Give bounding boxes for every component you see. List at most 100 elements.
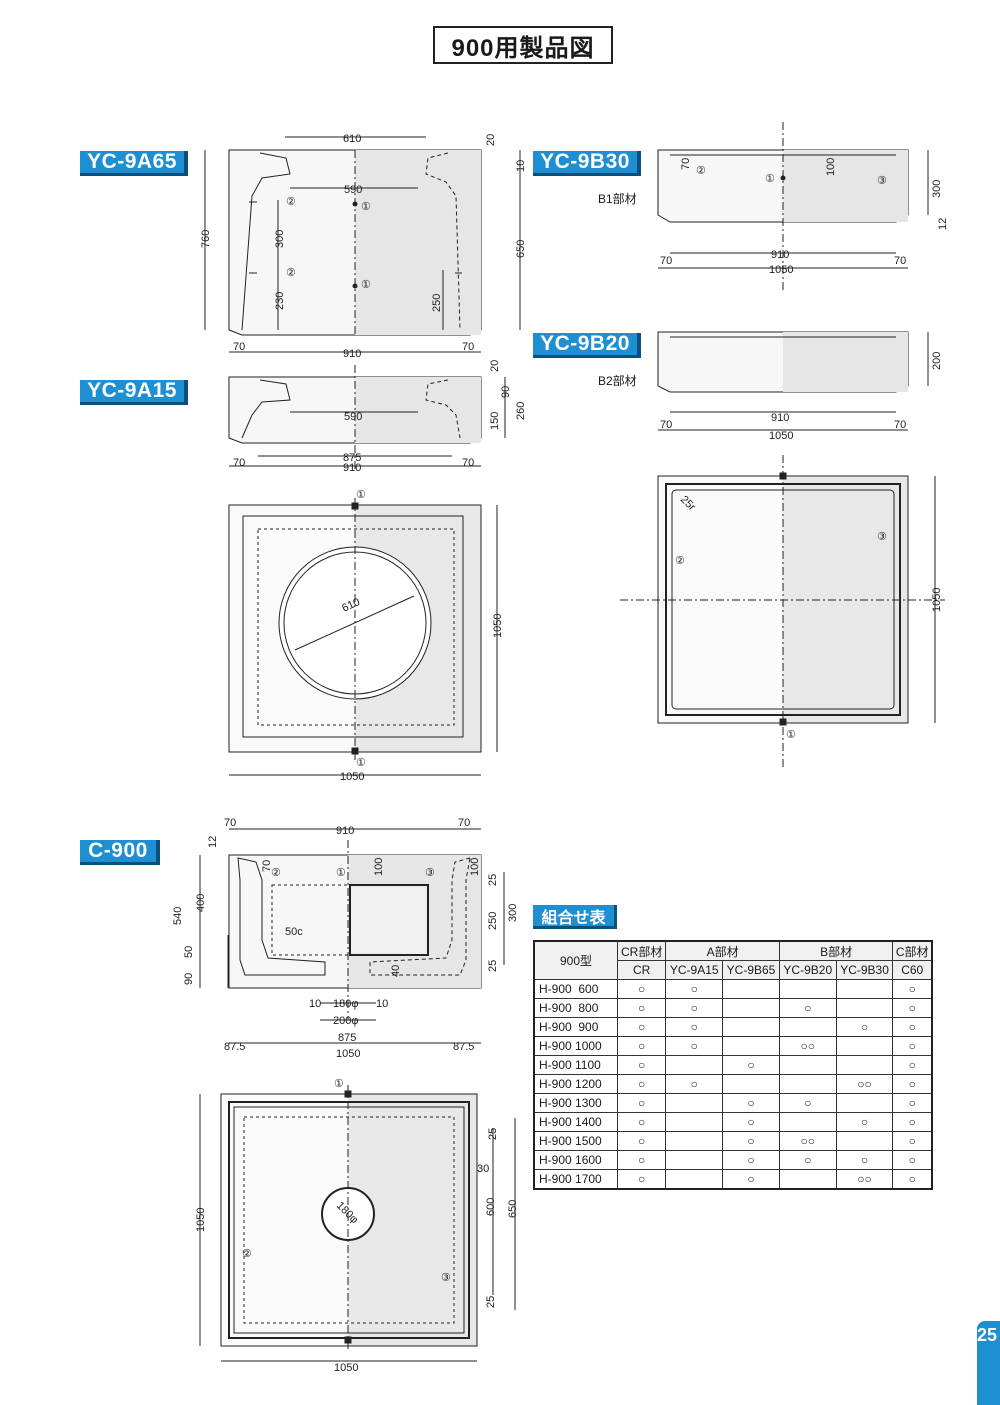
- cell: ○: [722, 1093, 780, 1113]
- combo-table-title: 組合せ表: [533, 905, 617, 929]
- dim-300: 300: [507, 904, 519, 922]
- cell: [722, 1036, 780, 1056]
- dim-1050: 1050: [492, 614, 504, 638]
- cell: ○: [665, 1017, 724, 1037]
- dim-labels-top-a: 610 1050 1050 ① ①: [340, 489, 504, 783]
- dim-70-right: 70: [462, 457, 474, 469]
- dim-10: 10: [515, 160, 527, 172]
- cell: ○: [616, 1017, 667, 1037]
- cell: [665, 1169, 724, 1190]
- dim-25: 25: [487, 1128, 499, 1140]
- cell: ○: [892, 1017, 933, 1037]
- table-row: H-900 1000○○○○○: [533, 1036, 933, 1056]
- sublabel-b2: B2部材: [598, 374, 637, 388]
- dim-600: 600: [485, 1198, 497, 1216]
- dim-50c: 50c: [285, 926, 303, 938]
- tag-yc9b30: YC-9B30: [533, 150, 641, 176]
- dim-200: 200: [931, 352, 943, 370]
- dim-10: 10: [376, 998, 388, 1010]
- model-cell: H-900 1100: [533, 1055, 618, 1075]
- cell: ○: [616, 1074, 667, 1094]
- dim-875: 875: [338, 1032, 356, 1044]
- view-top-a: [228, 498, 498, 776]
- dim-25: 25: [487, 874, 499, 886]
- cell: ○○: [835, 1169, 894, 1190]
- view-yc9a15: [228, 365, 506, 470]
- cell: [722, 998, 780, 1018]
- dim-760: 760: [200, 230, 212, 248]
- cell: [778, 1074, 837, 1094]
- dim-1050: 1050: [931, 588, 943, 612]
- dim-400: 400: [195, 894, 207, 912]
- corner-label: 900型: [533, 940, 618, 980]
- marker-2: ②: [286, 196, 296, 208]
- marker-1: ①: [334, 1078, 344, 1090]
- group-c: C部材: [892, 940, 933, 961]
- col-cr: CR: [616, 960, 667, 980]
- dim-30: 30: [477, 1163, 489, 1175]
- cell: ○: [616, 1131, 667, 1151]
- cell: ○: [616, 998, 667, 1018]
- dim-70-right: 70: [462, 341, 474, 353]
- model-cell: H-900 1000: [533, 1036, 618, 1056]
- cell: ○: [835, 1017, 894, 1037]
- dim-labels-c900: 70 910 70 12 70 100 100 540 400 50c 25 2…: [172, 817, 519, 1060]
- dim-70-left: 70: [233, 457, 245, 469]
- view-yc9a65: [204, 136, 521, 353]
- dim-labels-yc9a65: 610 20 10 590 760 300 230 250 650 70 910…: [200, 133, 527, 360]
- dim-100: 100: [373, 858, 385, 876]
- model-cell: H-900 1400: [533, 1112, 618, 1132]
- cell: ○○: [778, 1036, 837, 1056]
- cell: [778, 1017, 837, 1037]
- cell: ○: [892, 1074, 933, 1094]
- dim-1050: 1050: [769, 264, 793, 276]
- dim-875: 875: [343, 452, 361, 464]
- cell: ○: [616, 1055, 667, 1075]
- col-yc9a15: YC-9A15: [665, 960, 724, 980]
- model-cell: H-900 1200: [533, 1074, 618, 1094]
- cell: ○: [892, 979, 933, 999]
- dim-90: 90: [500, 386, 512, 398]
- cell: [778, 1055, 837, 1075]
- marker-3: ③: [441, 1272, 451, 1284]
- cell: ○: [835, 1150, 894, 1170]
- tag-yc9a65: YC-9A65: [80, 150, 188, 176]
- table-row: H-900 1300○○○○: [533, 1093, 933, 1113]
- cell: [835, 998, 894, 1018]
- cell: ○: [722, 1055, 780, 1075]
- view-top-b: [620, 455, 945, 770]
- cell: ○: [892, 1055, 933, 1075]
- dim-590: 590: [344, 411, 362, 423]
- dim-300: 300: [274, 230, 286, 248]
- table-row: H-900 800○○○○: [533, 998, 933, 1018]
- dim-100: 100: [825, 158, 837, 176]
- model-cell: H-900 1500: [533, 1131, 618, 1151]
- dim-590: 590: [344, 184, 362, 196]
- cell: ○: [722, 1131, 780, 1151]
- marker-1: ①: [361, 201, 371, 213]
- cell: [835, 1055, 894, 1075]
- tag-c900: C-900: [80, 839, 160, 865]
- cell: [665, 1055, 724, 1075]
- cell: ○: [616, 1169, 667, 1190]
- cell: ○: [892, 1036, 933, 1056]
- cell: [835, 1036, 894, 1056]
- cell: ○: [722, 1150, 780, 1170]
- table-row: H-900 900○○○○: [533, 1017, 933, 1037]
- marker-2: ②: [242, 1248, 252, 1260]
- dim-230: 230: [274, 292, 286, 310]
- group-cr: CR部材: [616, 940, 667, 961]
- dim-70-right: 70: [458, 817, 470, 829]
- cell: ○: [835, 1112, 894, 1132]
- table-row: H-900 1700○○○○○: [533, 1169, 933, 1190]
- dim-150: 150: [489, 412, 501, 430]
- cell: ○: [778, 998, 837, 1018]
- cell: [835, 1131, 894, 1151]
- dim-20: 20: [485, 134, 497, 146]
- marker-3: ③: [877, 531, 887, 543]
- marker-2: ②: [271, 867, 281, 879]
- dim-25: 25: [487, 960, 499, 972]
- marker-3: ③: [877, 175, 887, 187]
- dim-1050: 1050: [769, 430, 793, 442]
- cell: ○: [665, 979, 724, 999]
